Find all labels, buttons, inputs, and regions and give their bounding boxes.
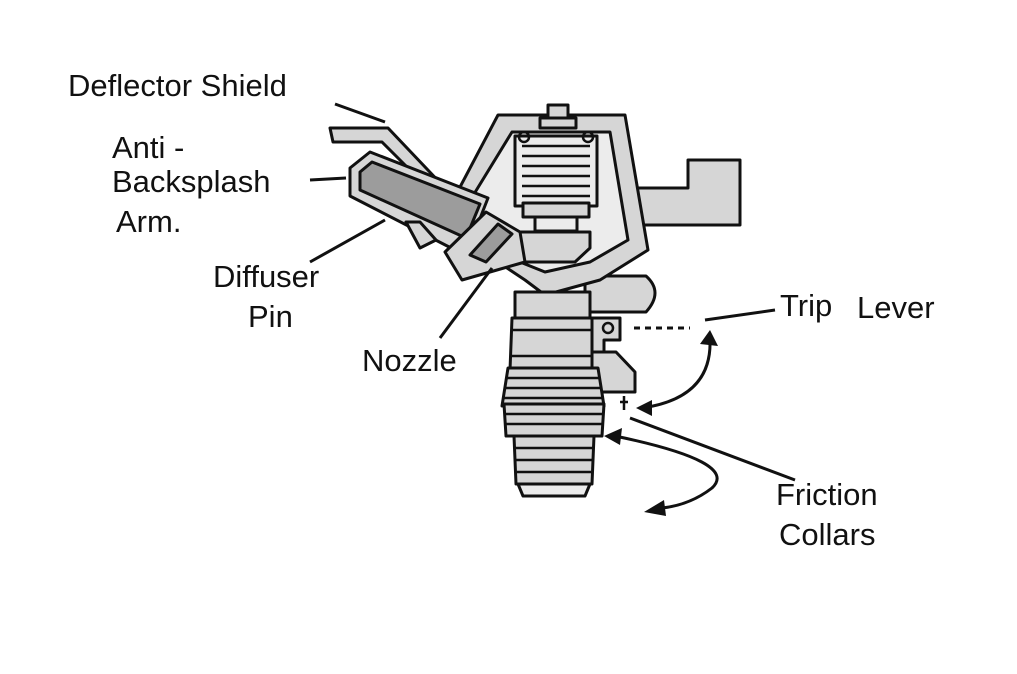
label-lever: Lever	[857, 290, 935, 325]
spring-coil	[513, 130, 599, 208]
label-nozzle: Nozzle	[362, 343, 457, 378]
label-trip: Trip	[780, 288, 832, 323]
bearing-stack	[521, 201, 591, 219]
leader-deflector	[334, 102, 386, 124]
collar-arrowhead-end	[644, 500, 666, 516]
leader-friction	[629, 416, 796, 482]
leader-lines	[309, 102, 796, 482]
bearing-washer	[533, 215, 579, 233]
label-friction-line1: Friction	[776, 477, 878, 512]
collar-arc-arrow	[614, 434, 719, 510]
labels: Deflector Shield Anti - Backsplash Arm. …	[68, 68, 935, 552]
friction-collars	[500, 366, 606, 498]
label-anti-backsplash-line3: Arm.	[116, 204, 181, 239]
trip-lever-arc-arrow	[641, 339, 712, 410]
anti-backsplash-arm-face	[358, 160, 482, 240]
trip-lever	[590, 316, 637, 410]
label-anti-backsplash-line2: Backsplash	[112, 164, 271, 199]
leader-diffuser	[309, 218, 386, 264]
trip-lever-housing	[583, 274, 657, 314]
trip-arrowhead-top	[700, 330, 718, 346]
sprinkler-head	[328, 103, 742, 498]
collar-arrowhead-start	[604, 428, 622, 445]
label-deflector-shield: Deflector Shield	[68, 68, 287, 103]
label-diffuser-line2: Pin	[248, 299, 293, 334]
riser-body	[508, 316, 597, 372]
leader-nozzle	[438, 267, 494, 339]
label-friction-line2: Collars	[779, 517, 875, 552]
riser-stem	[513, 290, 592, 322]
top-cap-base	[538, 116, 578, 130]
motion-arrows	[604, 330, 719, 516]
label-anti-backsplash-line1: Anti -	[112, 130, 184, 165]
label-diffuser-line1: Diffuser	[213, 259, 319, 294]
leader-anti-backsplash	[309, 176, 347, 182]
trip-arrowhead-bottom	[636, 400, 652, 416]
leader-trip-lever	[704, 308, 776, 322]
